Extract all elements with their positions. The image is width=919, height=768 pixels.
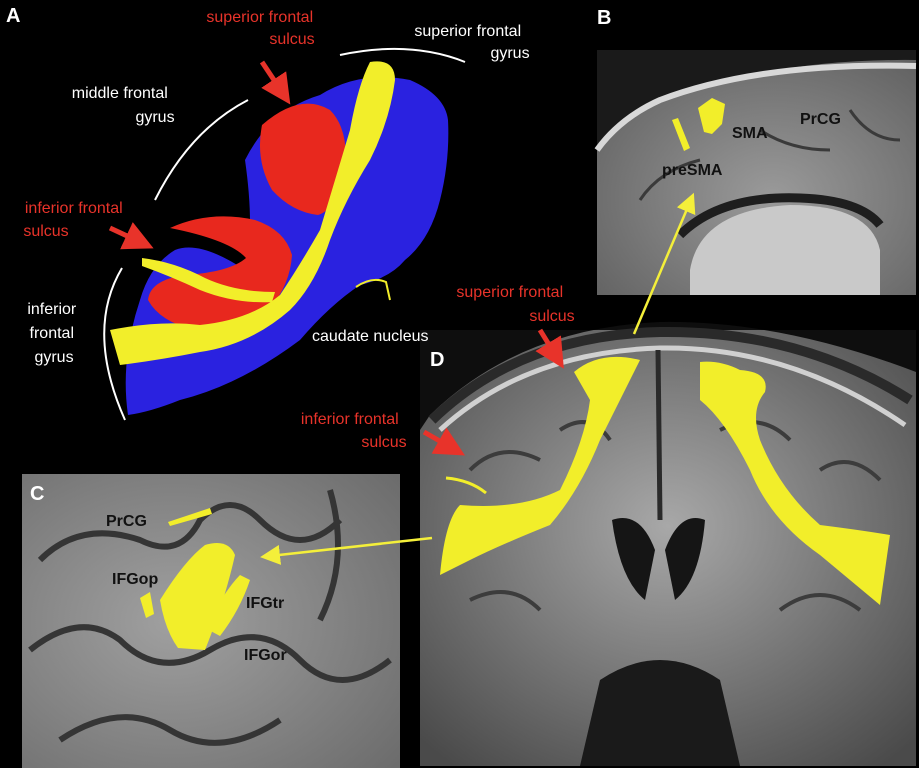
panel-a-yellow-tract-main (110, 61, 395, 366)
panel-a-caudate-pointer (355, 278, 391, 301)
panel-b-sma-tract (698, 98, 725, 134)
panel-c-small-tract (140, 592, 154, 618)
panel-d-skull (428, 326, 913, 424)
panel-d: D (420, 321, 916, 766)
panel-d-sfs-label: superior frontal sulcus (456, 284, 574, 325)
panel-b-letter: B (597, 7, 611, 29)
panel-a-ifs-arrow (108, 222, 154, 250)
panel-d-small-tract (445, 476, 487, 495)
panel-b: preSMA SMA PrCG B (594, 7, 917, 295)
panel-c-ifgor-label: IFGor (244, 647, 287, 664)
panel-c-sulci (28, 489, 392, 746)
panel-a-sfg-arc (339, 47, 466, 63)
panel-a-mfg-label: middle frontal gyrus (72, 85, 175, 126)
panel-c: PrCG IFGop IFGtr IFGor C (22, 474, 400, 768)
panel-a-mfg-arc (154, 99, 249, 201)
panel-a-ifg-arc (103, 267, 126, 421)
panel-a-sfs-label: superior frontal sulcus (206, 9, 317, 48)
panel-a-red-tract-upper (259, 103, 346, 215)
panel-d-right-tract (700, 361, 890, 605)
panel-b-sma-label: SMA (732, 125, 768, 142)
panel-b-presma-label: preSMA (662, 162, 723, 179)
d-to-c-arrow (260, 536, 433, 565)
panel-b-skull (597, 50, 916, 150)
panel-d-ventricle-right (665, 518, 705, 600)
panel-a-letter: A (6, 5, 20, 27)
panel-a-caudate-label: caudate nucleus (312, 328, 429, 345)
panel-c-ifgop-label: IFGop (112, 571, 158, 588)
panel-c-prcg-label: PrCG (106, 513, 147, 530)
panel-d-brainstem-dark (580, 660, 740, 766)
panel-b-corpus (690, 205, 880, 295)
panel-b-presma-tract (672, 118, 690, 151)
panel-c-letter: C (30, 483, 44, 505)
panel-a-sfg-label: superior frontal gyrus (414, 23, 529, 62)
d-to-b-arrow (632, 192, 696, 335)
panel-d-ventricle-left (612, 518, 655, 600)
panel-d-sfs-arrow (535, 328, 564, 369)
panel-c-ifgtr-tract (205, 575, 250, 636)
panel-d-annotations: superior frontal sulcus inferior frontal… (260, 192, 696, 565)
panel-a: A superior frontal sulcus superior front… (6, 5, 530, 421)
panel-d-left-tract (440, 356, 640, 575)
panel-c-prcg-tract (168, 508, 212, 526)
panel-d-midline (655, 349, 663, 521)
panel-c-ifgtr-label: IFGtr (246, 595, 284, 612)
panel-d-ifs-arrow (422, 427, 466, 456)
panel-b-cortex-edge (594, 62, 917, 152)
panel-d-letter: D (430, 349, 444, 371)
panel-a-ifs-label: inferior frontal sulcus (23, 200, 127, 240)
panel-d-background (420, 321, 916, 430)
panel-b-prcg-label: PrCG (800, 111, 841, 128)
panel-a-ifg-label: inferior frontal gyrus (27, 301, 80, 366)
panel-b-sulci (638, 109, 901, 201)
panel-d-ifs-label: inferior frontal sulcus (301, 411, 407, 451)
panel-c-ifgop-tract (160, 542, 235, 650)
panel-d-cortex-edge (438, 345, 907, 432)
panel-b-callosum (676, 193, 884, 239)
panel-a-sfs-arrow (259, 60, 291, 105)
panel-a-yellow-tract-inferior (142, 258, 275, 303)
